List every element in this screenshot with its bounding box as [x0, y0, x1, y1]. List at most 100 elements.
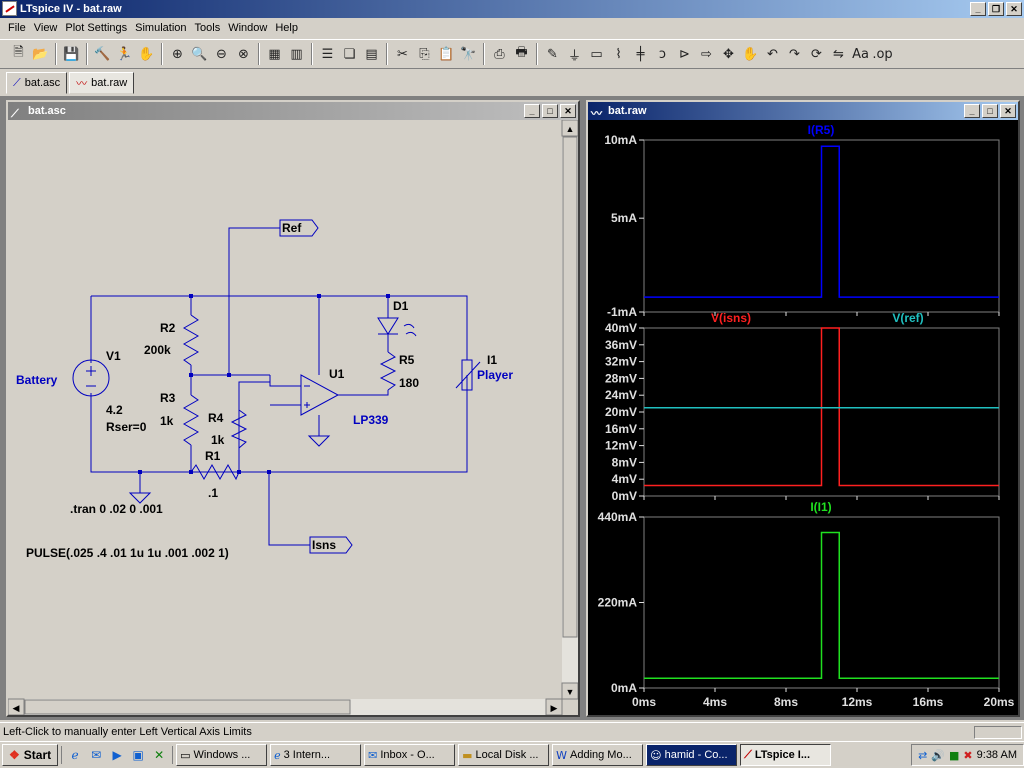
- y-tick-label[interactable]: 28mV: [605, 371, 637, 385]
- waveform-close-button[interactable]: ✕: [1000, 104, 1016, 118]
- menu-file[interactable]: File: [8, 22, 26, 34]
- ground-icon[interactable]: ⏚: [567, 48, 581, 64]
- fft-icon[interactable]: ▥: [290, 46, 303, 62]
- security-icon[interactable]: ■: [949, 748, 960, 762]
- x-tick-label[interactable]: 16ms: [913, 695, 944, 709]
- volume-icon[interactable]: 🔊: [931, 748, 946, 762]
- outlook-icon[interactable]: ✉: [91, 748, 102, 762]
- y-tick-label[interactable]: 16mV: [605, 422, 637, 436]
- text-icon[interactable]: Aa: [852, 46, 869, 62]
- tab-bat-raw[interactable]: 〰 bat.raw: [69, 72, 135, 94]
- x-tick-label[interactable]: 20ms: [984, 695, 1015, 709]
- y-tick-label[interactable]: 40mV: [605, 321, 637, 335]
- cut-icon[interactable]: ✂: [397, 46, 408, 62]
- find-icon[interactable]: 🔭: [460, 46, 477, 62]
- restore-button[interactable]: ❐: [988, 2, 1004, 16]
- y-tick-label[interactable]: -1mA: [607, 305, 637, 319]
- waveform-maximize-button[interactable]: □: [982, 104, 998, 118]
- copy-icon[interactable]: ⎘: [419, 46, 430, 62]
- cascade-icon[interactable]: ❏: [343, 46, 356, 62]
- close-button[interactable]: ✕: [1006, 2, 1022, 16]
- excel-icon[interactable]: ✕: [154, 748, 165, 762]
- print-setup-icon[interactable]: ⎙: [494, 46, 505, 62]
- menu-plot-settings[interactable]: Plot Settings: [65, 22, 128, 34]
- y-tick-label[interactable]: 24mV: [605, 388, 637, 402]
- pane-1-frame[interactable]: [643, 139, 1000, 313]
- undo-icon[interactable]: ↶: [767, 46, 778, 62]
- y-tick-label[interactable]: 8mV: [612, 455, 637, 469]
- y-tick-label[interactable]: 440mA: [598, 510, 638, 524]
- trace-label-ii1[interactable]: I(I1): [810, 500, 831, 514]
- trace-label-visns[interactable]: V(isns): [711, 311, 751, 325]
- zoom-out-icon[interactable]: ⊖: [216, 46, 227, 62]
- i1-current-source[interactable]: [455, 359, 481, 391]
- pan-icon[interactable]: ✋: [138, 46, 155, 62]
- menu-help[interactable]: Help: [275, 22, 298, 34]
- alert-icon[interactable]: ✖: [963, 748, 973, 762]
- y-tick-label[interactable]: 5mA: [611, 211, 637, 225]
- resistor-icon[interactable]: ⌇: [615, 46, 622, 62]
- tile-vertical-icon[interactable]: ▤: [365, 46, 378, 62]
- spice-directive-icon[interactable]: .op: [872, 46, 893, 62]
- new-schematic-icon[interactable]: 🗎: [13, 45, 24, 60]
- y-tick-label[interactable]: 32mV: [605, 355, 637, 369]
- autorange-icon[interactable]: ▦: [268, 46, 281, 62]
- component-icon[interactable]: ⇨: [701, 46, 712, 62]
- x-tick-label[interactable]: 4ms: [703, 695, 727, 709]
- capacitor-icon[interactable]: ╪: [636, 46, 645, 62]
- drag-icon[interactable]: ✋: [742, 46, 759, 62]
- tab-bat-asc[interactable]: ⟋ bat.asc: [6, 72, 68, 94]
- diode-icon[interactable]: ⊳: [679, 46, 690, 62]
- u1-opamp[interactable]: [300, 374, 340, 416]
- task-hamid[interactable]: ☺hamid - Co...: [646, 744, 738, 766]
- waveform-minimize-button[interactable]: _: [964, 104, 980, 118]
- desktop-icon[interactable]: ▣: [132, 748, 144, 762]
- zoom-icon[interactable]: 🔍: [191, 46, 208, 62]
- schematic-close-button[interactable]: ✕: [560, 104, 576, 118]
- task-ltspice[interactable]: ⟋LTspice I...: [740, 744, 832, 766]
- network-icon[interactable]: ⇄: [918, 748, 928, 762]
- paste-icon[interactable]: 📋: [438, 46, 455, 62]
- task-windows[interactable]: ▭Windows ...: [176, 744, 268, 766]
- start-button[interactable]: ❖ Start: [2, 744, 59, 766]
- print-icon[interactable]: 🖶: [515, 45, 528, 60]
- vertical-scroll-thumb[interactable]: [562, 136, 578, 638]
- ref-netlabel[interactable]: [279, 219, 319, 237]
- schematic-minimize-button[interactable]: _: [524, 104, 540, 118]
- minimize-button[interactable]: _: [970, 2, 986, 16]
- y-tick-label[interactable]: 0mA: [611, 681, 637, 695]
- waveform-plot-area[interactable]: I(R5) V(isns) V(ref) I(I1) 10mA5mA-1mA40…: [588, 120, 1018, 715]
- task-inbox[interactable]: ✉Inbox - O...: [364, 744, 456, 766]
- pulse-directive[interactable]: PULSE(.025 .4 .01 1u 1u .001 .002 1): [26, 546, 229, 560]
- menu-tools[interactable]: Tools: [194, 22, 221, 34]
- open-icon[interactable]: 📂: [32, 46, 49, 62]
- v1-source[interactable]: [72, 359, 110, 397]
- zoom-in-icon[interactable]: ⊕: [172, 46, 183, 62]
- d1-led[interactable]: [377, 317, 417, 337]
- x-tick-label[interactable]: 0ms: [632, 695, 656, 709]
- ie-icon[interactable]: ℯ: [71, 748, 79, 762]
- y-tick-label[interactable]: 36mV: [605, 338, 637, 352]
- menu-window[interactable]: Window: [228, 22, 268, 34]
- menu-simulation[interactable]: Simulation: [135, 22, 187, 34]
- move-icon[interactable]: ✥: [723, 46, 734, 62]
- control-panel-icon[interactable]: 🔨: [94, 46, 111, 62]
- zoom-cancel-icon[interactable]: ⊗: [238, 46, 249, 62]
- redo-icon[interactable]: ↷: [789, 46, 800, 62]
- task-local-disk[interactable]: ▬Local Disk ...: [458, 744, 550, 766]
- media-player-icon[interactable]: ▶: [112, 748, 122, 762]
- trace-label-ir5[interactable]: I(R5): [808, 123, 835, 137]
- isns-netlabel[interactable]: [309, 536, 353, 554]
- trace-label-vref[interactable]: V(ref): [892, 311, 923, 325]
- x-tick-label[interactable]: 8ms: [774, 695, 798, 709]
- rotate-icon[interactable]: ⟳: [811, 46, 822, 62]
- mirror-icon[interactable]: ⇋: [833, 46, 844, 62]
- schematic-maximize-button[interactable]: □: [542, 104, 558, 118]
- horizontal-scroll-thumb[interactable]: [24, 699, 351, 715]
- x-tick-label[interactable]: 12ms: [842, 695, 873, 709]
- tran-directive[interactable]: .tran 0 .02 0 .001: [70, 502, 163, 516]
- y-tick-label[interactable]: 20mV: [605, 405, 637, 419]
- schematic-canvas[interactable]: ▲ ▼ ◀ ▶: [8, 120, 578, 715]
